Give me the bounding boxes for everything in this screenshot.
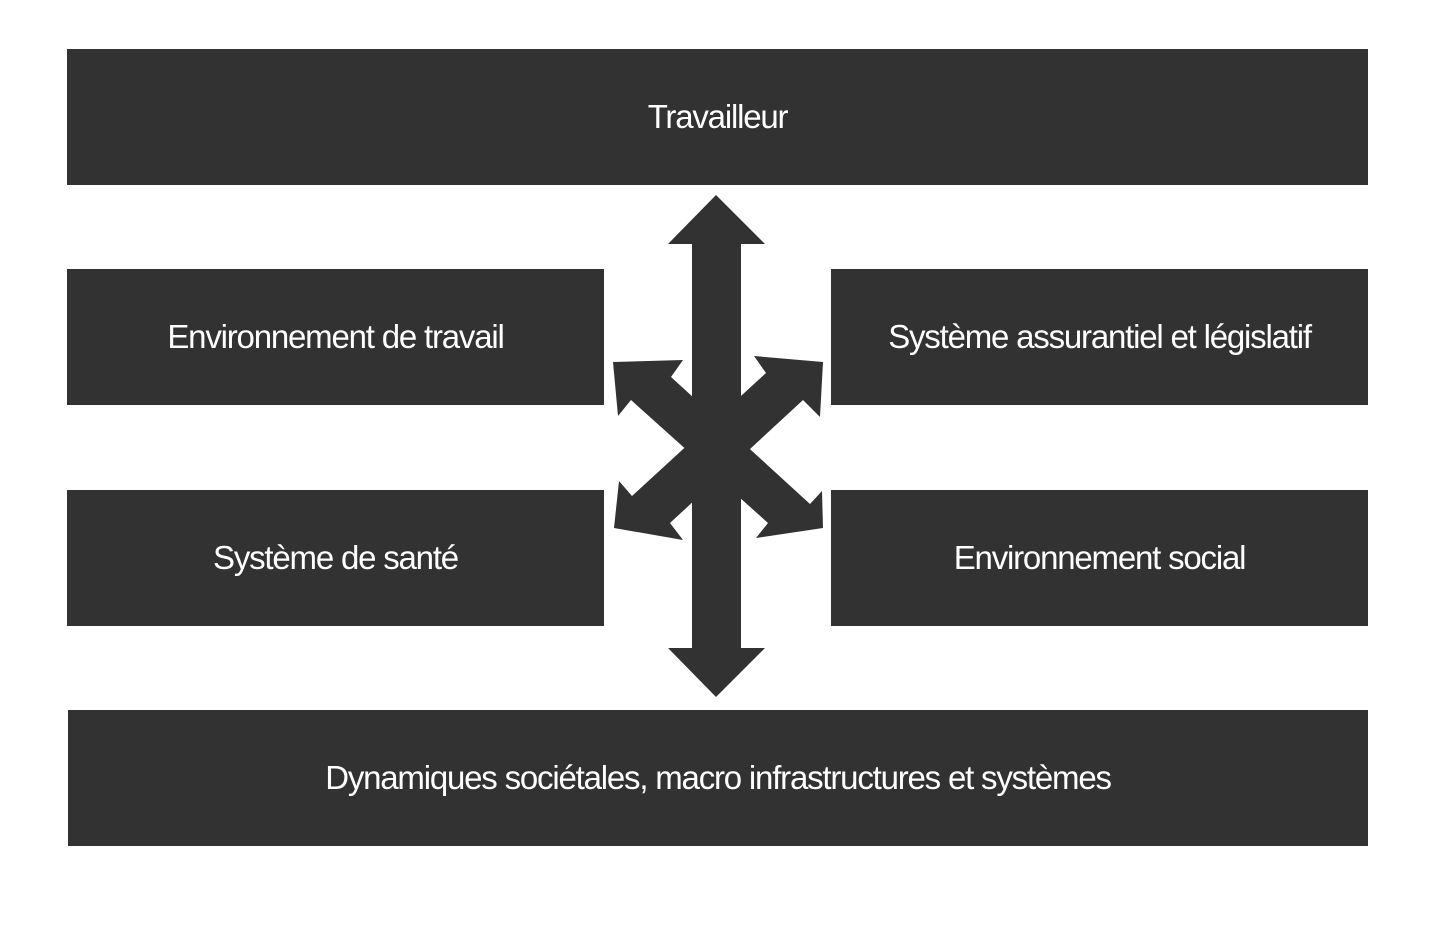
box-systeme-assurantiel: Système assurantiel et législatif — [831, 269, 1368, 405]
box-environnement-social-label: Environnement social — [953, 539, 1247, 576]
box-environnement-de-travail: Environnement de travail — [67, 269, 604, 405]
arrow-diagonal-down — [613, 360, 823, 538]
box-environnement-de-travail-label: Environnement de travail — [167, 318, 504, 355]
arrow-vertical — [668, 195, 765, 697]
box-systeme-de-sante-label: Système de santé — [213, 539, 459, 576]
box-dynamiques-societales: Dynamiques sociétales, macro infrastruct… — [68, 710, 1368, 846]
box-systeme-de-sante: Système de santé — [67, 490, 604, 626]
box-travailleur-label: Travailleur — [647, 98, 789, 135]
arrow-diagonal-up — [614, 356, 823, 540]
box-systeme-assurantiel-label: Système assurantiel et législatif — [888, 318, 1312, 355]
box-environnement-social: Environnement social — [831, 490, 1368, 626]
box-dynamiques-societales-label: Dynamiques sociétales, macro infrastruct… — [325, 759, 1112, 796]
box-travailleur: Travailleur — [67, 49, 1368, 185]
